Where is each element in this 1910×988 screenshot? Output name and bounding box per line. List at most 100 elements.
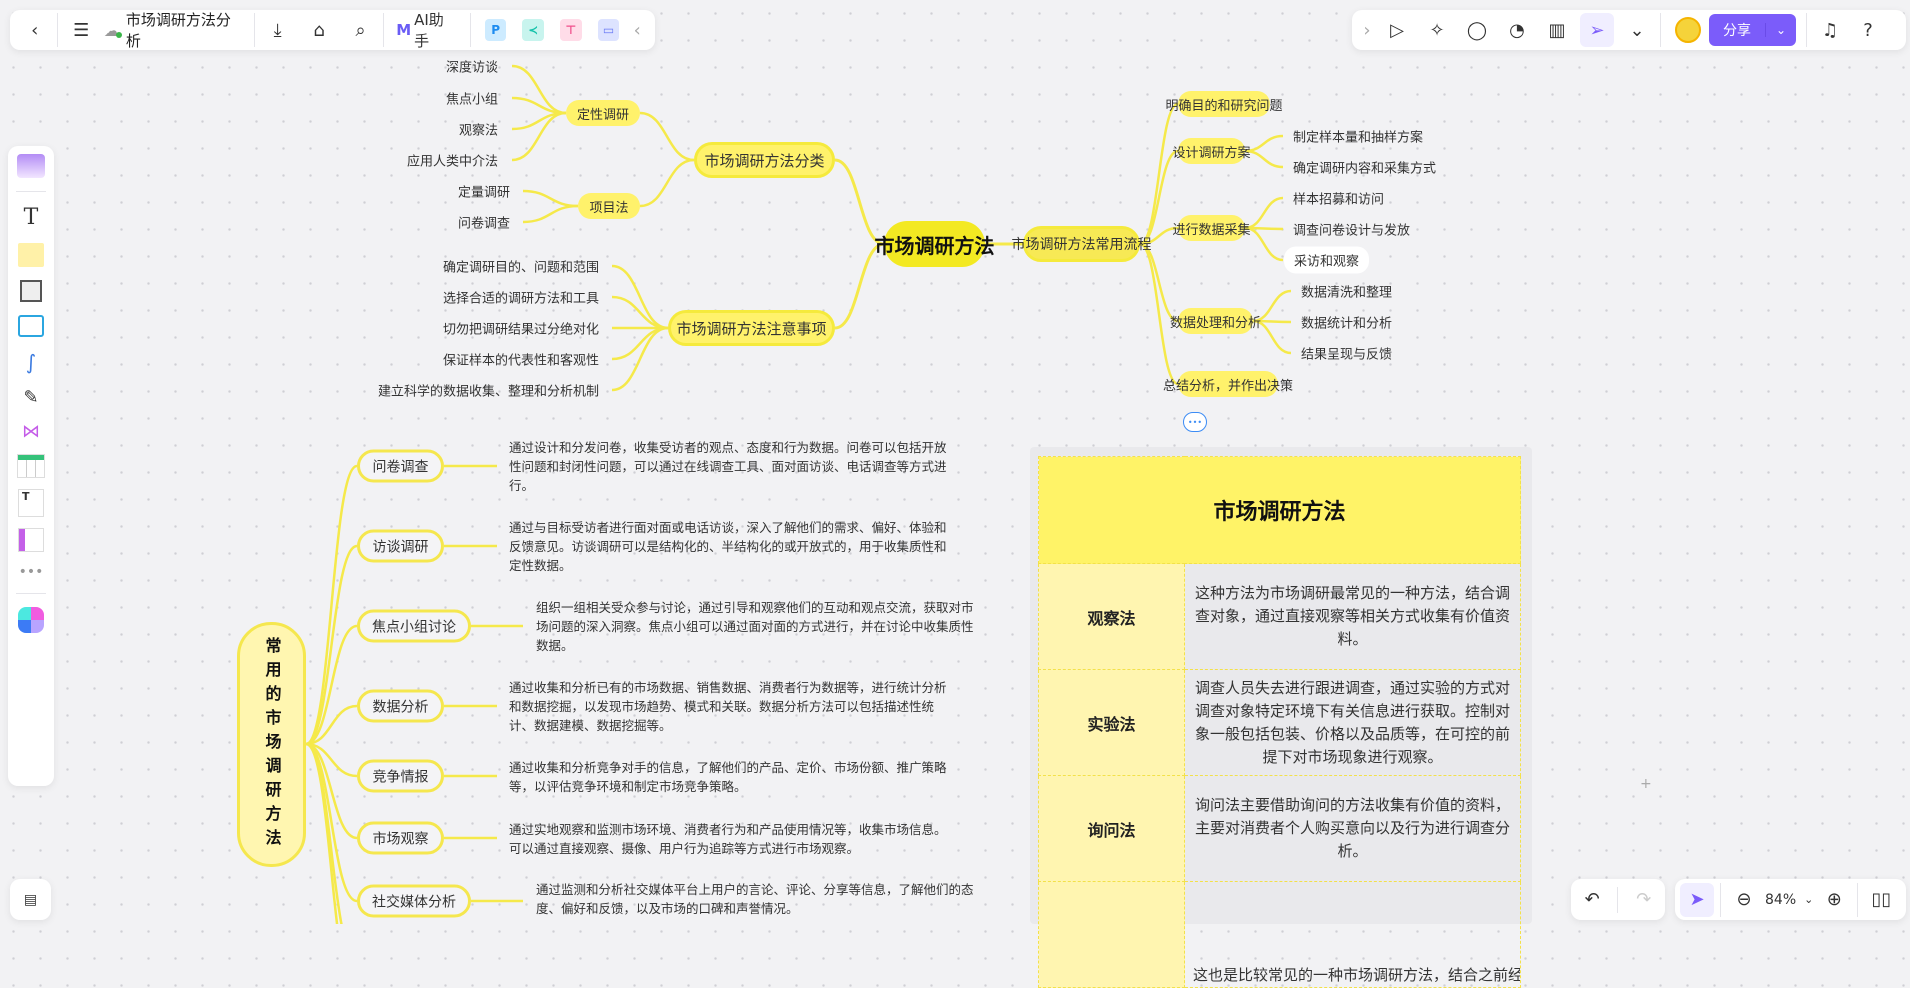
mindmap-root[interactable]: 市场调研方法 — [875, 221, 995, 267]
share-button[interactable]: 分享 ⌄ — [1709, 14, 1797, 46]
document-title[interactable]: 市场调研方法分析 — [125, 11, 231, 50]
flow-app-icon[interactable]: ⊤ — [560, 19, 582, 41]
node-qualitative[interactable]: 定性调研 — [566, 100, 640, 126]
leaf-node-selected[interactable]: 采访和观察 — [1284, 246, 1370, 274]
redo-icon[interactable]: ↷ — [1636, 889, 1652, 910]
back-icon[interactable]: ‹ — [31, 19, 39, 41]
more-icon[interactable]: ⌄ — [1629, 19, 1645, 41]
table-cell-method[interactable]: 实验法 — [1038, 669, 1185, 776]
leaf-node[interactable]: 数据清洗和整理 — [1301, 285, 1393, 301]
leaf-node[interactable]: 确定调研目的、问题和范围 — [442, 260, 599, 276]
method-node[interactable]: 数据分析 — [357, 689, 444, 723]
method-description[interactable]: 通过收集和分析竞争对手的信息，了解他们的产品、定价、市场份额、推广策略等，以评估… — [509, 760, 947, 794]
node-step[interactable]: 明确目的和研究问题 — [1166, 91, 1283, 117]
add-column-icon[interactable]: + — [1640, 776, 1652, 792]
method-description[interactable]: 组织一组相关受众参与讨论，通过引导和观察他们的互动和观点交流，获取对市场问题的深… — [536, 600, 974, 653]
help-icon[interactable]: ? — [1863, 19, 1873, 41]
table-icon[interactable] — [18, 455, 44, 477]
more-nodes-button[interactable]: ••• — [1183, 412, 1207, 432]
method-description[interactable]: 通过收集和分析已有的市场数据、销售数据、消费者行为数据等，进行统计分析和数据挖掘… — [509, 680, 947, 733]
zoom-out-icon[interactable]: ⊖ — [1736, 889, 1752, 910]
leaf-node[interactable]: 选择合适的调研方法和工具 — [442, 291, 599, 307]
leaf-node[interactable]: 确定调研内容和采集方式 — [1293, 161, 1437, 177]
minimap-toggle-button[interactable]: ▤ — [10, 879, 51, 920]
table-cell-method[interactable] — [1038, 881, 1185, 988]
frame-icon[interactable] — [20, 280, 42, 302]
connector-icon[interactable]: ∫ — [25, 350, 37, 374]
leaf-node[interactable]: 建立科学的数据收集、整理和分析机制 — [377, 384, 599, 400]
leaf-node[interactable]: 数据统计和分析 — [1301, 316, 1393, 332]
vote-icon[interactable]: ▥ — [1548, 19, 1566, 41]
chat-app-icon[interactable]: ▭ — [597, 19, 620, 41]
table-cell-desc[interactable]: 这种方法为市场调研最常见的一种方法，结合调查对象，通过直接观察等相关方式收集有价… — [1184, 563, 1521, 670]
download-icon[interactable]: ⤓ — [273, 19, 282, 41]
node-classification[interactable]: 市场调研方法分类 — [694, 142, 835, 178]
sticky-note-icon[interactable] — [18, 243, 44, 267]
template-icon[interactable] — [17, 154, 45, 178]
laser-pointer-icon[interactable]: ➢ — [1580, 13, 1614, 47]
tag-icon[interactable]: ⌂ — [313, 19, 325, 41]
timer-icon[interactable]: ◔ — [1509, 19, 1525, 41]
leaf-node[interactable]: 调查问卷设计与发放 — [1293, 223, 1411, 239]
method-description[interactable]: 通过与目标受访者进行面对面或电话访谈，深入了解他们的需求、偏好、体验和反馈意见。… — [509, 520, 947, 573]
avatar[interactable] — [1675, 17, 1701, 43]
zoom-level[interactable]: 84% — [1765, 891, 1797, 908]
method-node[interactable]: 问卷调查 — [357, 449, 444, 483]
search-icon[interactable]: ⌕ — [355, 19, 366, 41]
map-icon[interactable]: ▯▯ — [1871, 889, 1892, 910]
leaf-node[interactable]: 定量调研 — [457, 185, 510, 201]
play-icon[interactable]: ▷ — [1390, 19, 1404, 41]
bell-icon[interactable]: ♫ — [1821, 19, 1839, 41]
undo-icon[interactable]: ↶ — [1584, 889, 1600, 910]
method-node[interactable]: 焦点小组讨论 — [357, 609, 471, 643]
method-description[interactable]: 通过设计和分发问卷，收集受访者的观点、态度和行为数据。问卷可以包括开放性问题和封… — [509, 440, 947, 493]
method-description[interactable]: 通过监测和分析社交媒体平台上用户的言论、评论、分享等信息，了解他们的态度、偏好和… — [536, 882, 974, 916]
leaf-node[interactable]: 切勿把调研结果过分绝对化 — [442, 322, 599, 338]
collapse-icon[interactable]: ‹ — [633, 19, 641, 41]
node-step[interactable]: 进行数据采集 — [1173, 215, 1251, 241]
leaf-node[interactable]: 观察法 — [458, 123, 498, 139]
node-common-process[interactable]: 市场调研方法常用流程 — [1012, 226, 1152, 262]
shape-icon[interactable] — [18, 315, 44, 337]
leaf-node[interactable]: 样本招募和访问 — [1293, 192, 1385, 208]
node-step[interactable]: 数据处理和分析 — [1170, 308, 1261, 334]
node-step[interactable]: 总结分析，并作出决策 — [1163, 371, 1293, 397]
table-cell-desc[interactable]: 这也是比较常见的一种市场调研方法，结合之前经验对 — [1184, 881, 1521, 988]
expand-icon[interactable]: › — [1363, 19, 1371, 41]
method-node[interactable]: 市场观察 — [357, 821, 444, 855]
node-precautions[interactable]: 市场调研方法注意事项 — [668, 310, 835, 346]
more-icon[interactable]: ••• — [18, 564, 44, 580]
p-app-icon[interactable]: P — [484, 19, 507, 41]
method-node[interactable]: 竞争情报 — [357, 759, 444, 793]
text-icon[interactable]: T — [23, 205, 39, 230]
leaf-node[interactable]: 应用人类中介法 — [406, 154, 498, 170]
table-cell-desc[interactable]: 调查人员失去进行跟进调查，通过实验的方式对调查对象特定环境下有关信息进行获取。控… — [1184, 669, 1521, 776]
card-icon[interactable] — [19, 529, 43, 551]
pen-icon[interactable]: ✎ — [23, 387, 39, 408]
leaf-node[interactable]: 问卷调查 — [457, 216, 510, 232]
method-node[interactable]: 访谈调研 — [357, 529, 444, 563]
zoom-in-icon[interactable]: ⊕ — [1826, 889, 1842, 910]
apps-icon[interactable] — [18, 607, 44, 633]
method-description[interactable]: 通过实地观察和监测市场环境、消费者行为和产品使用情况等，收集市场信息。可以通过直… — [509, 822, 947, 856]
select-tool-icon[interactable]: ➤ — [1680, 882, 1714, 917]
mindmap-icon[interactable]: ⋈ — [22, 421, 40, 442]
table-title[interactable]: 市场调研方法 — [1038, 456, 1521, 564]
zoom-dropdown-icon[interactable]: ⌄ — [1804, 893, 1814, 906]
ai-assistant-button[interactable]: M AI助手 — [396, 9, 458, 51]
table-cell-method[interactable]: 询问法 — [1038, 775, 1185, 882]
menu-icon[interactable]: ☰ — [73, 19, 90, 41]
method-node[interactable]: 社交媒体分析 — [357, 884, 471, 918]
comment-icon[interactable]: ◯ — [1466, 19, 1488, 41]
leaf-node[interactable]: 保证样本的代表性和客观性 — [442, 353, 599, 369]
celebrate-icon[interactable]: ✧ — [1429, 19, 1445, 41]
table-cell-method[interactable]: 观察法 — [1038, 563, 1185, 670]
share-dropdown-icon[interactable]: ⌄ — [1765, 23, 1796, 37]
leaf-node[interactable]: 结果呈现与反馈 — [1301, 347, 1393, 363]
node-step[interactable]: 设计调研方案 — [1173, 138, 1251, 164]
leaf-node[interactable]: 制定样本量和抽样方案 — [1293, 130, 1424, 146]
leaf-node[interactable]: 深度访谈 — [445, 60, 498, 76]
bottom-mindmap-root[interactable]: 常用的市场调研方法 — [237, 622, 306, 867]
table-cell-desc[interactable]: 询问法主要借助询问的方法收集有价值的资料，主要对消费者个人购买意向以及行为进行调… — [1184, 775, 1521, 882]
document-icon[interactable]: T — [19, 490, 43, 516]
